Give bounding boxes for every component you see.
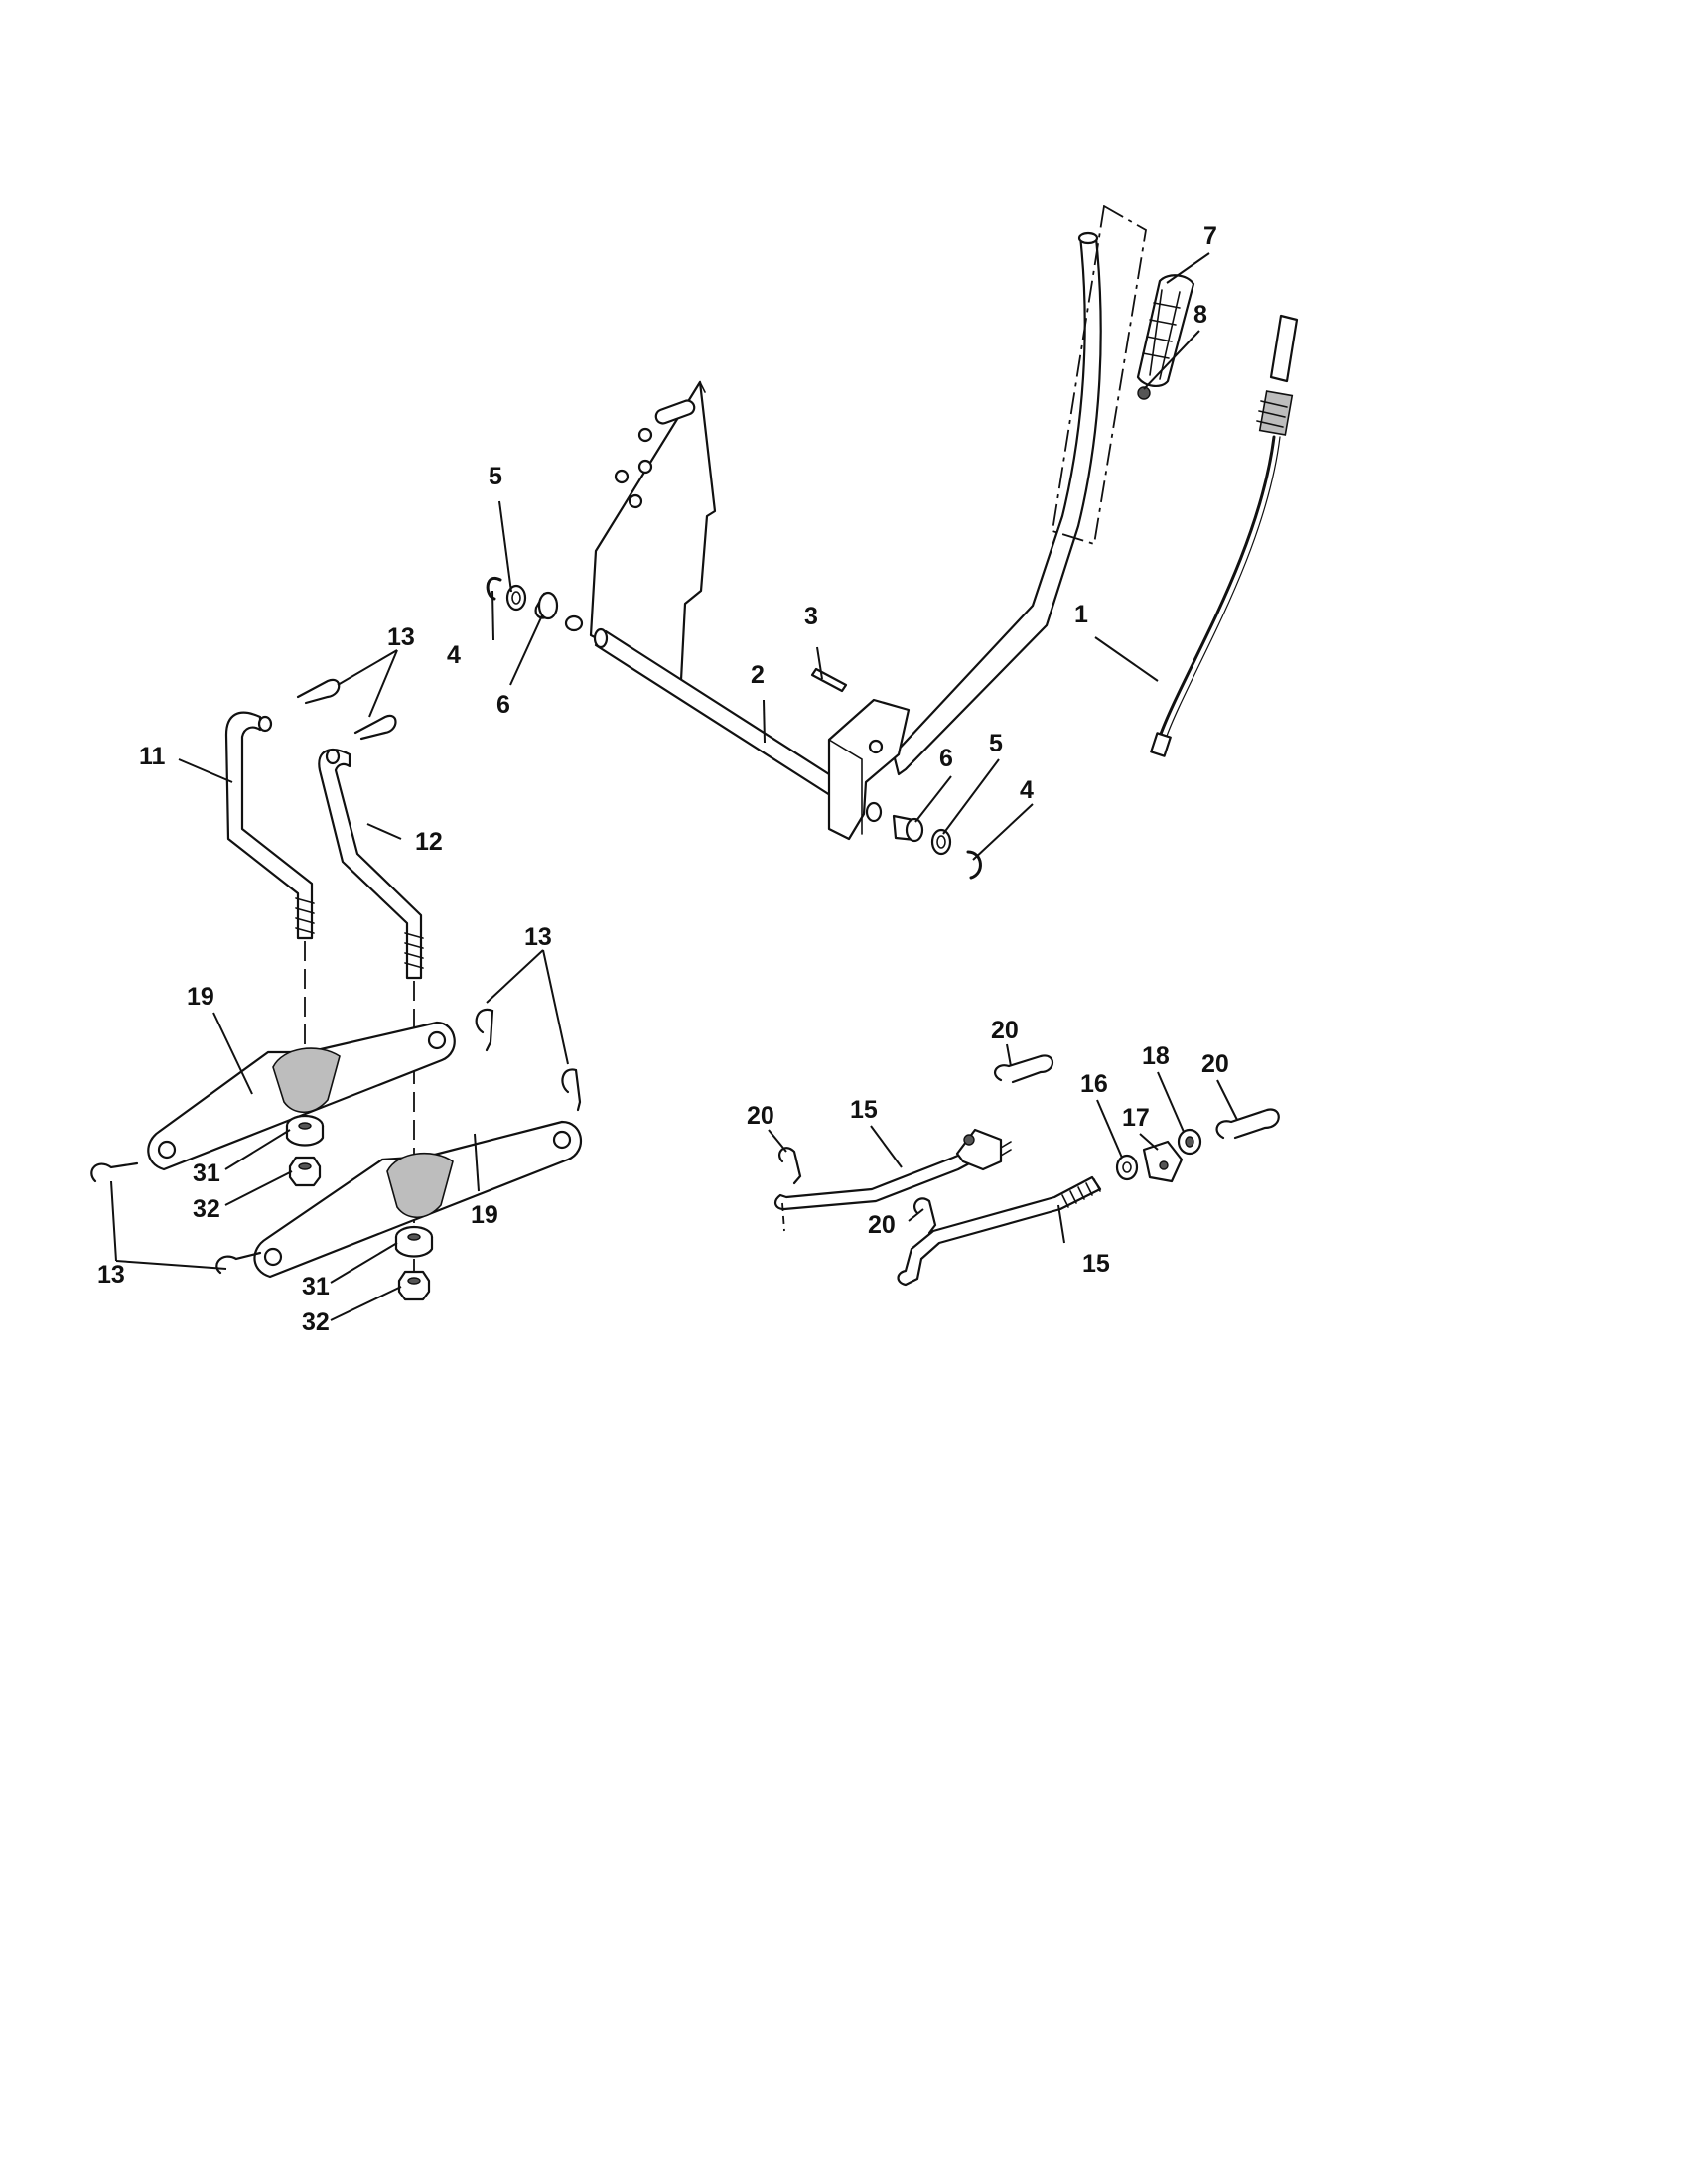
callout-18: 18 (1142, 1042, 1170, 1070)
callout-15-lower: 15 (1082, 1250, 1110, 1278)
adjustment-rod-lower (897, 1175, 1102, 1287)
callout-32-upper: 32 (193, 1195, 220, 1223)
callout-7: 7 (1203, 222, 1217, 250)
callout-6-right: 6 (939, 745, 953, 772)
callout-19-lower: 19 (471, 1201, 498, 1229)
callout-1: 1 (1074, 601, 1088, 628)
callout-8: 8 (1193, 301, 1207, 329)
callout-2: 2 (751, 661, 765, 689)
callout-17: 17 (1122, 1104, 1150, 1132)
callout-3: 3 (804, 603, 818, 630)
callout-12: 12 (415, 828, 443, 856)
lower-spacer-nut (394, 1225, 434, 1301)
handle-grip (1136, 274, 1195, 387)
callout-5-right: 5 (989, 730, 1003, 757)
callout-6-left: 6 (496, 691, 510, 719)
callout-16: 16 (1080, 1070, 1108, 1098)
callout-20-left: 20 (747, 1102, 774, 1130)
lift-link-right (318, 748, 424, 980)
right-shaft-hardware (865, 801, 982, 880)
callout-19-upper: 19 (187, 983, 214, 1011)
callout-11: 11 (139, 743, 166, 770)
upper-spacer-nut (285, 1114, 325, 1187)
lift-link-left (224, 711, 315, 940)
cross-shaft (564, 614, 856, 806)
lift-arm-upper (147, 1021, 456, 1171)
hairpin-clips-13 (90, 678, 582, 1275)
callout-20-lower: 20 (868, 1211, 896, 1239)
lever-bracket (827, 698, 911, 841)
callout-4-left: 4 (447, 641, 461, 669)
callout-31-lower: 31 (302, 1273, 330, 1300)
callout-4-right: 4 (1020, 776, 1034, 804)
callout-20-right: 20 (1201, 1050, 1229, 1078)
callout-labels: 1 2 3 4 4 5 5 6 6 7 8 11 12 13 13 13 15 … (97, 222, 1229, 1336)
callout-20-top: 20 (991, 1017, 1019, 1044)
callout-15-upper: 15 (850, 1096, 878, 1124)
lift-handle (892, 205, 1147, 776)
callout-32-lower: 32 (302, 1308, 330, 1336)
left-shaft-hardware (486, 576, 559, 620)
callout-13-right: 13 (524, 923, 552, 951)
adjuster-hardware (1115, 1128, 1202, 1183)
leader-lines (110, 252, 1238, 1321)
lift-arm-lower (253, 1120, 583, 1279)
callout-13-bottom: 13 (97, 1261, 125, 1289)
grip-plug (1137, 386, 1151, 400)
shaft-key (810, 667, 848, 693)
adjustment-rod-upper (774, 1128, 1012, 1232)
callout-13-top: 13 (387, 623, 415, 651)
callout-5-left: 5 (489, 463, 502, 490)
lift-cable (1150, 314, 1299, 757)
callout-31-upper: 31 (193, 1160, 220, 1187)
